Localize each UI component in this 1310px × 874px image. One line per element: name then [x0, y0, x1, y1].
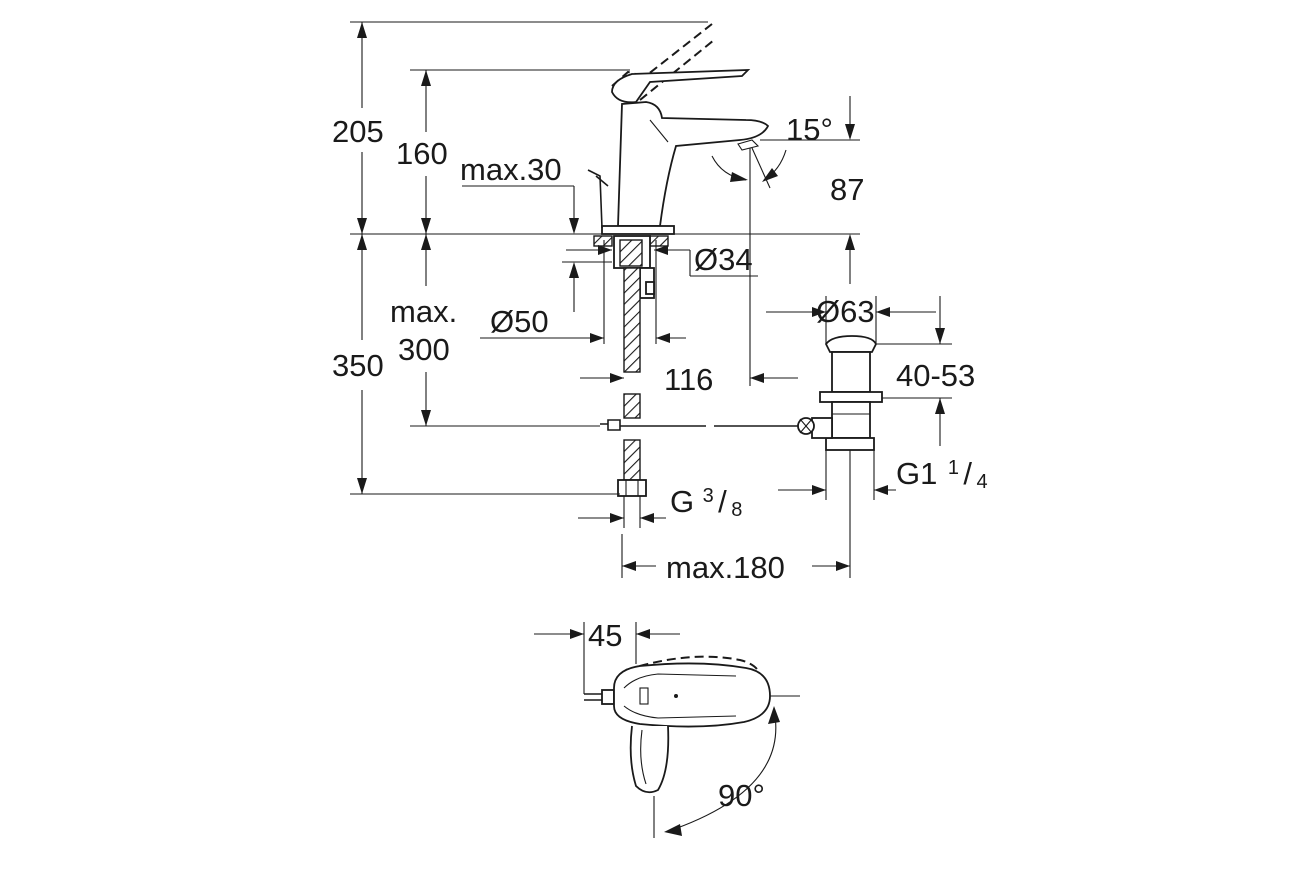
dim-flange-diameter: Ø50 — [490, 304, 549, 339]
dim-deck-thickness: max.30 — [460, 152, 562, 187]
dim-total-below: 350 — [332, 348, 384, 383]
dim-lever-offset: 45 — [588, 618, 622, 653]
dimension-lines — [350, 21, 952, 578]
flexible-hose — [623, 267, 641, 373]
waste-flange — [819, 391, 883, 403]
lever-handle — [611, 69, 751, 104]
dim-rod-length: max.180 — [666, 550, 785, 585]
dim-under-deck-line1: max. — [390, 294, 457, 329]
waste-plug — [824, 335, 878, 353]
faucet-top-view — [534, 622, 800, 838]
faucet-side-view — [350, 23, 860, 497]
dim-base-diameter: Ø34 — [694, 242, 753, 277]
swivel-arc — [665, 709, 777, 833]
dim-swivel-angle: 90° — [718, 778, 765, 813]
dim-spout-height: 160 — [396, 136, 448, 171]
faucet-base — [601, 225, 675, 235]
dim-projection: 116 — [664, 362, 713, 397]
faucet-body — [617, 101, 770, 227]
dim-supply-thread: G 3 / 8 — [670, 484, 742, 521]
waste-side-view — [797, 335, 883, 451]
dim-spout-drop: 87 — [830, 172, 864, 207]
dim-under-deck-line2: 300 — [398, 332, 450, 367]
popup-rod — [587, 169, 603, 229]
dim-waste-height: 40-53 — [896, 358, 975, 393]
dimension-labels: 205 160 max.30 15° 87 Ø34 max. 300 Ø50 3… — [332, 112, 988, 813]
dim-waste-thread: G1 1 / 4 — [896, 456, 988, 493]
dim-waste-diameter: Ø63 — [816, 294, 875, 329]
pull-rod — [600, 419, 621, 431]
dim-total-height: 205 — [332, 114, 384, 149]
dim-spout-angle: 15° — [786, 112, 833, 147]
spout-rotated — [629, 725, 670, 794]
